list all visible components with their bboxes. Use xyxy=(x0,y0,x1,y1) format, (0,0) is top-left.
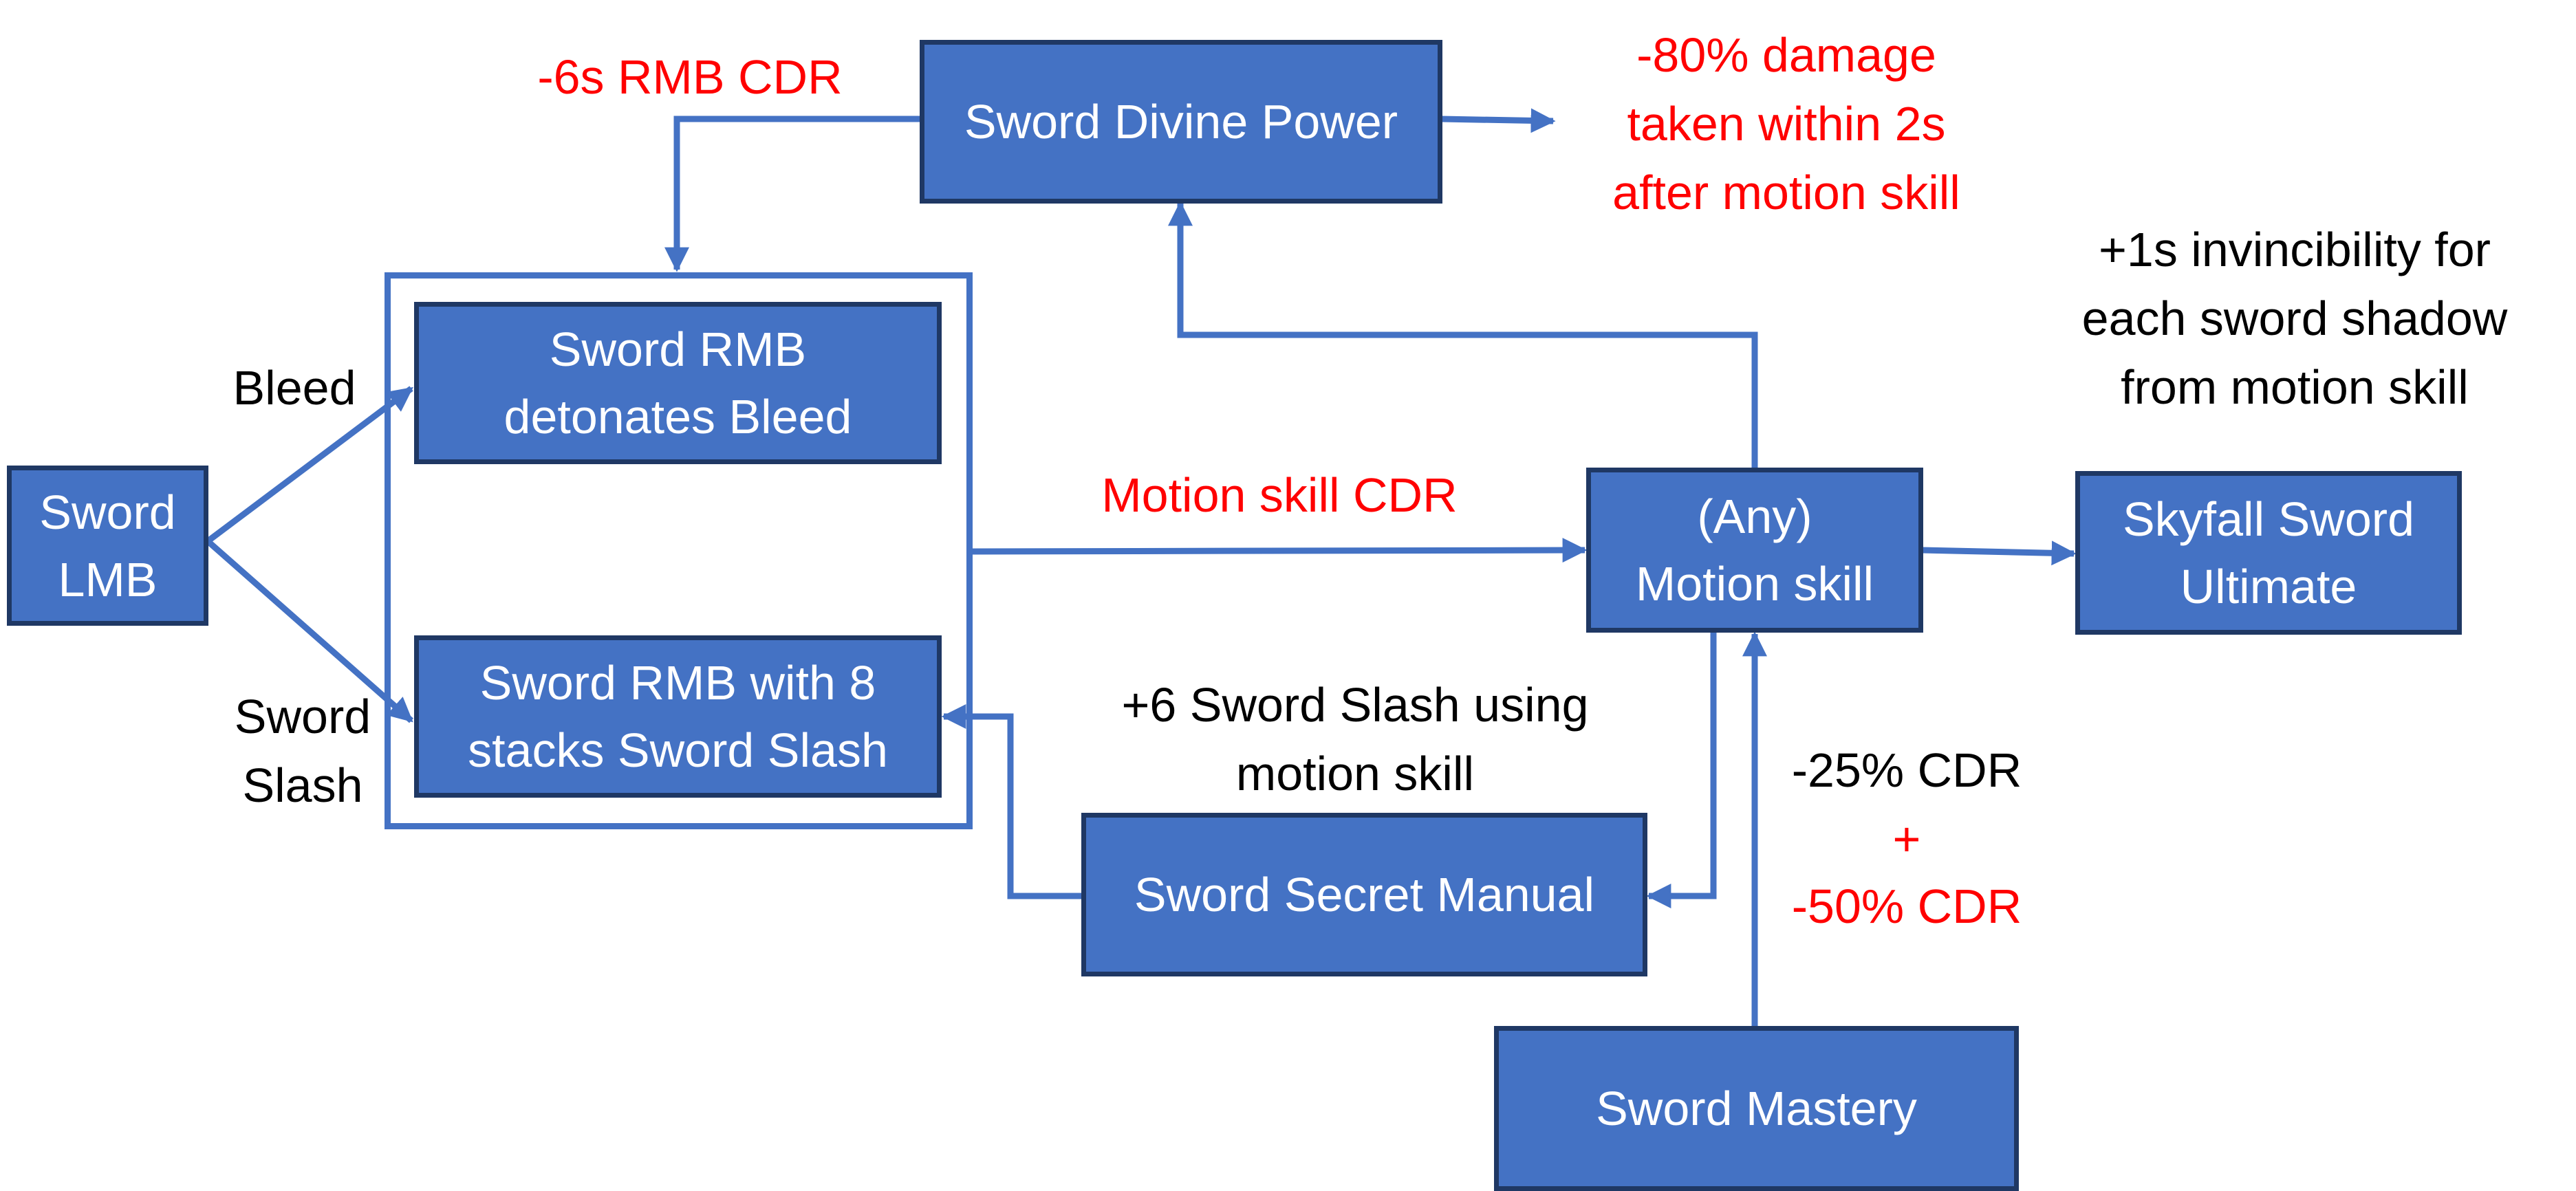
node-text-line: LMB xyxy=(58,552,158,607)
label-text-line: from motion skill xyxy=(2121,360,2469,414)
label-cdr-25: -25% CDR xyxy=(1792,736,2022,805)
label-rmb-cdr: -6s RMB CDR xyxy=(537,43,842,111)
node-text-line: Skyfall Sword xyxy=(2122,492,2415,546)
edge-lmb-to-rmb-detonates xyxy=(206,386,413,544)
label-text-line: -6s RMB CDR xyxy=(537,50,843,104)
label-cdr-50: -50% CDR xyxy=(1792,872,2022,941)
label-text-line: + xyxy=(1892,812,1921,866)
node-text-line: Sword RMB xyxy=(549,323,807,376)
node-motion-skill[interactable]: (Any) Motion skill xyxy=(1586,468,1923,633)
label-text-line: +1s invincibility for xyxy=(2099,223,2491,276)
node-text-line: detonates Bleed xyxy=(504,390,852,444)
label-text-line: after motion skill xyxy=(1612,166,1960,219)
node-sword-secret-manual[interactable]: Sword Secret Manual xyxy=(1081,813,1647,976)
node-text-line: Sword Divine Power xyxy=(964,95,1398,149)
label-text-line: +6 Sword Slash using xyxy=(1121,678,1589,732)
node-text-line: Ultimate xyxy=(2180,560,2357,613)
edge-lmb-to-rmb-with-8 xyxy=(206,538,413,723)
label-plus-six-sword-slash: +6 Sword Slash using motion skill xyxy=(1121,670,1588,808)
label-text-line: Motion skill CDR xyxy=(1101,468,1458,522)
label-cdr-plus: + xyxy=(1893,805,1921,873)
edge-divine-power-to-damage-text xyxy=(1440,108,1556,133)
node-text-line: Sword Secret Manual xyxy=(1134,868,1595,921)
node-text-line: (Any) xyxy=(1697,490,1812,543)
label-bleed: Bleed xyxy=(232,353,356,422)
node-text-line: stacks Sword Slash xyxy=(468,723,888,777)
node-sword-rmb-with-8-stacks[interactable]: Sword RMB with 8 stacks Sword Slash xyxy=(414,635,942,798)
node-text-line: Sword RMB with 8 xyxy=(479,656,876,710)
edge-motion-skill-to-secret-manual xyxy=(1646,631,1717,908)
sword-rmb-group xyxy=(385,272,973,829)
edge-motion-skill-to-divine-power xyxy=(1168,201,1758,469)
label-damage-taken: -80% damage taken within 2s after motion… xyxy=(1612,21,1960,227)
label-text-line: Slash xyxy=(242,758,363,812)
label-text-line: Bleed xyxy=(232,361,356,415)
node-sword-mastery[interactable]: Sword Mastery xyxy=(1494,1026,2019,1191)
label-text-line: -80% damage xyxy=(1636,28,1936,82)
node-sword-divine-power[interactable]: Sword Divine Power xyxy=(920,40,1442,204)
node-text-line: Sword Mastery xyxy=(1596,1082,1917,1135)
label-motion-skill-cdr: Motion skill CDR xyxy=(1101,461,1457,529)
label-text-line: taken within 2s xyxy=(1627,97,1946,151)
label-text-line: -25% CDR xyxy=(1791,743,2022,797)
edge-divine-power-to-rmb-group xyxy=(664,116,920,272)
label-text-line: each sword shadow xyxy=(2081,292,2508,345)
label-invincibility: +1s invincibility for each sword shadow … xyxy=(2082,215,2508,422)
node-text-line: Motion skill xyxy=(1635,557,1874,611)
node-sword-rmb-detonates-bleed[interactable]: Sword RMB detonates Bleed xyxy=(414,302,942,464)
label-text-line: Sword xyxy=(234,690,371,743)
node-text-line: Sword xyxy=(39,485,176,539)
label-text-line: motion skill xyxy=(1235,747,1475,800)
edge-rmb-group-to-motion-skill xyxy=(972,538,1588,563)
label-text-line: -50% CDR xyxy=(1791,879,2022,933)
label-sword-slash: Sword Slash xyxy=(235,682,371,820)
edge-motion-skill-to-skyfall xyxy=(1921,540,2077,566)
edge-secret-manual-to-rmb-with-8 xyxy=(941,704,1081,899)
